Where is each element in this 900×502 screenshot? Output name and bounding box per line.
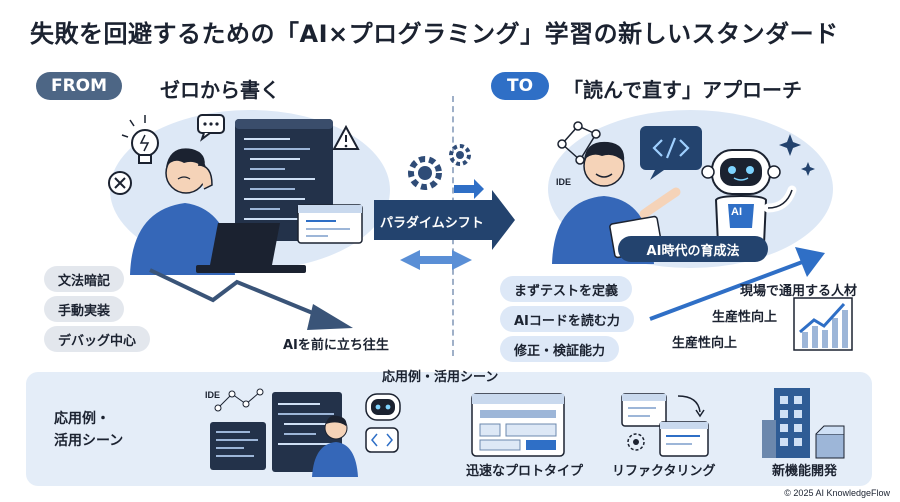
from-heading: ゼロから書く	[160, 78, 280, 102]
to-outcome-productivity: 生産性向上	[712, 310, 778, 325]
to-heading: 「読んで直す」アプローチ	[563, 78, 802, 102]
code-snippet-window-icon	[297, 204, 363, 244]
use-cases-side-line: 活用シーン	[54, 433, 124, 449]
refactoring-icon	[621, 393, 709, 457]
ai-robot-icon	[701, 149, 797, 248]
from-tag-manual: 手動実装	[44, 296, 125, 322]
bottom-ide-label: IDE	[205, 390, 221, 400]
page-title: 失敗を回避するための「AI×プログラミング」学習の新しいスタンダード	[30, 20, 839, 48]
to-tag-read: AIコードを読む力	[500, 306, 634, 332]
from-outcome: AIを前に立ち往生	[283, 338, 389, 353]
use-cases-panel	[26, 372, 872, 486]
laptop-icon	[196, 223, 306, 273]
use-cases-side-label: 応用例・ 活用シーン	[54, 408, 123, 452]
copyright: © 2025 AI KnowledgeFlow	[784, 488, 890, 498]
lightbulb-icon	[121, 115, 159, 164]
era-badge: AI時代の育成法	[618, 236, 768, 262]
from-tag-debug: デバッグ中心	[44, 326, 151, 352]
use-case-refactoring: リファクタリング	[612, 464, 716, 479]
frustrated-coder-illustration	[108, 114, 363, 275]
use-cases-side-line: 応用例・	[54, 411, 110, 427]
sparkle-icon	[779, 134, 801, 156]
code-bubble-icon	[640, 126, 702, 180]
use-case-prototype: 迅速なプロトタイプ	[466, 464, 584, 479]
warning-icon	[332, 124, 360, 150]
from-tag-grammar: 文法暗記	[44, 266, 125, 292]
to-outcome-talent: 現場で通用する人材	[740, 284, 858, 299]
decline-arrow	[149, 268, 353, 330]
speech-bubble-icon	[197, 114, 225, 142]
growth-chart-icon	[793, 297, 853, 351]
paradigm-shift-label: パラダイムシフト	[380, 216, 484, 231]
gear-icon	[408, 144, 471, 190]
error-icon	[108, 171, 132, 195]
new-feature-building-icon	[762, 388, 845, 459]
coding-with-ai-scene	[210, 388, 401, 477]
to-outcome-productivity-2: 生産性向上	[672, 336, 738, 351]
to-badge: TO	[491, 72, 549, 100]
use-case-new-feature: 新機能開発	[772, 464, 838, 479]
growth-arrow	[649, 247, 825, 321]
prototype-icon	[471, 393, 565, 457]
from-badge: FROM	[36, 72, 122, 100]
frustrated-person-icon	[130, 148, 235, 275]
ai-chest-label: AI	[731, 206, 742, 218]
paradigm-shift-graphic	[374, 144, 515, 270]
shift-arrow	[374, 190, 515, 250]
small-arrow-icon	[454, 179, 484, 199]
ide-label: IDE	[556, 177, 572, 187]
sparkle-icon	[801, 162, 815, 176]
network-icon	[557, 121, 601, 165]
swap-arrow-icon	[400, 250, 472, 270]
use-cases-caption: 応用例・活用シーン	[382, 370, 499, 385]
to-tag-test: まずテストを定義	[500, 276, 633, 302]
to-tag-verify: 修正・検証能力	[500, 336, 620, 362]
